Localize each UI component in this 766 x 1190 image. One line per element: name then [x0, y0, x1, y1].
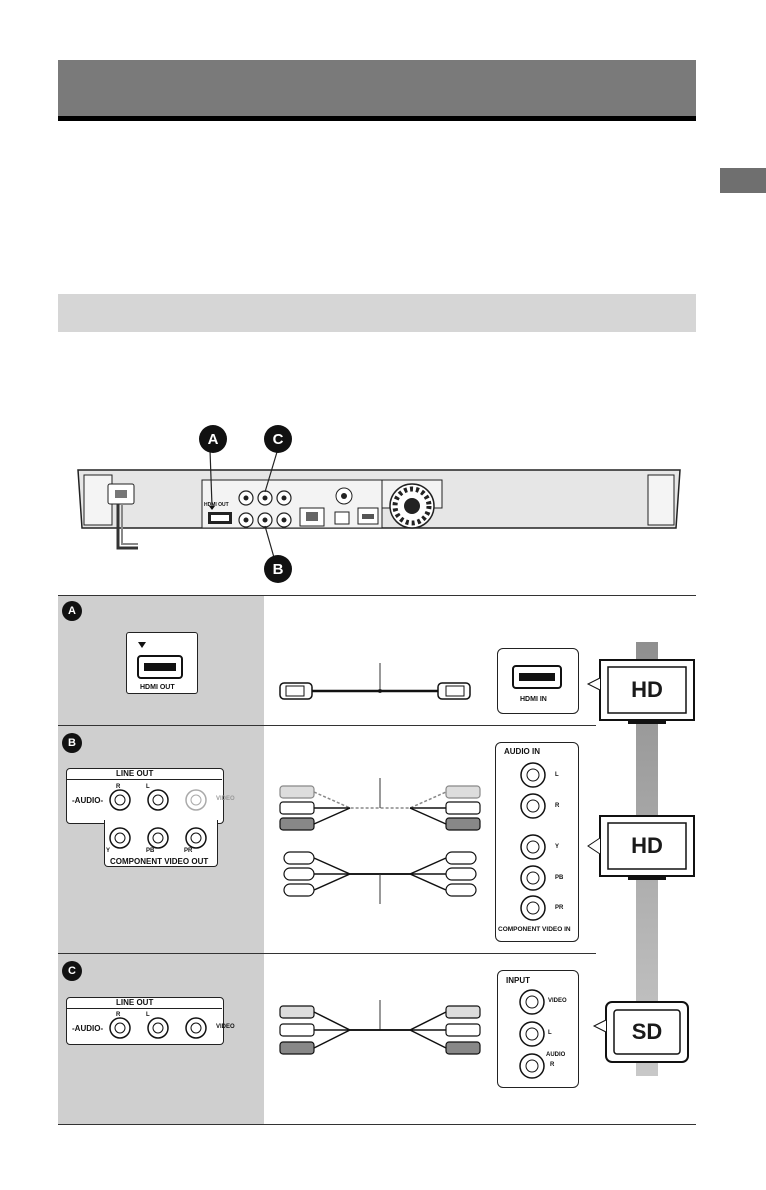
line-out-b-r: R — [116, 784, 121, 790]
tv-comp-pb: PB — [555, 875, 564, 881]
tv-sd: SD — [631, 1019, 663, 1044]
power-cord — [116, 504, 138, 550]
table-rule-bottom — [58, 1124, 696, 1125]
marker-b-bottom: B — [264, 555, 292, 583]
hdmi-cable — [279, 663, 471, 700]
leader-c — [264, 451, 278, 493]
line-out-b-l: L — [146, 784, 150, 790]
tv-set-graphics — [586, 659, 695, 1063]
tv-input-title: INPUT — [506, 976, 530, 985]
hdmi-out-label: HDMI OUT — [140, 684, 175, 691]
line-out-b-title: LINE OUT — [116, 769, 154, 778]
line-out-c-jacks — [109, 1017, 207, 1039]
player-hdmi-label: HDMI OUT — [204, 502, 229, 508]
component-video-out: COMPONENT VIDEO OUT — [110, 857, 209, 866]
tv-hd-1: HD — [631, 677, 663, 702]
hdmi-in-label: HDMI IN — [520, 696, 547, 703]
tv-component-jacks — [520, 762, 546, 921]
line-out-c-video: VIDEO — [216, 1024, 235, 1030]
player-end-right — [647, 474, 675, 526]
tv-hdmi-in-graphic — [512, 665, 562, 689]
tv-input-l: L — [548, 1030, 552, 1036]
line-out-c-title: LINE OUT — [116, 998, 154, 1007]
tv-comp-r: R — [555, 803, 560, 809]
power-socket-pin — [115, 490, 127, 498]
title-bar — [58, 60, 696, 118]
line-out-c-l: L — [146, 1012, 150, 1018]
component-video-in: COMPONENT VIDEO IN — [498, 926, 571, 933]
tv-input-audio: AUDIO — [546, 1052, 566, 1058]
table-rule-2 — [58, 953, 596, 954]
tv-input-jacks — [519, 989, 545, 1079]
tv-comp-l: L — [555, 772, 559, 778]
title-rule — [58, 116, 696, 121]
table-rule-1 — [58, 725, 596, 726]
line-out-c-audio: -AUDIO- — [72, 1024, 104, 1033]
hdmi-out-graphic — [137, 642, 183, 679]
line-out-b-y: Y — [106, 848, 111, 854]
audio-in-title: AUDIO IN — [504, 747, 540, 756]
subheading-bar — [58, 294, 696, 332]
line-out-c-r: R — [116, 1012, 121, 1018]
line-out-b-audio: -AUDIO- — [72, 796, 104, 805]
player-rear-diagram — [77, 449, 681, 569]
marker-a: A — [62, 601, 82, 621]
line-out-b-jacks — [109, 789, 207, 849]
tv-comp-pr: PR — [555, 905, 564, 911]
table-rule-top — [58, 595, 696, 596]
hdmi-triangle — [209, 506, 215, 510]
line-out-b-pb: PB — [146, 848, 155, 854]
marker-c: C — [62, 961, 82, 981]
tv-input-video: VIDEO — [548, 998, 567, 1004]
audio-component-cables — [279, 778, 481, 904]
line-out-b-video: VIDEO — [216, 796, 235, 802]
tv-hd-2: HD — [631, 833, 663, 858]
tv-input-r: R — [550, 1062, 555, 1068]
tv-comp-y: Y — [555, 844, 560, 850]
lan-port-inner — [306, 512, 318, 521]
line-out-c-rule — [66, 1008, 222, 1009]
marker-a-top: A — [199, 425, 227, 453]
marker-b: B — [62, 733, 82, 753]
line-out-b-pr: PR — [184, 848, 193, 854]
optical-port — [334, 511, 350, 525]
hdmi-port-inner — [211, 515, 229, 521]
section-tab — [720, 168, 766, 193]
power-cord-shadow — [121, 504, 138, 545]
line-out-b-rule — [66, 779, 222, 780]
marker-c-top: C — [264, 425, 292, 453]
leader-a — [209, 449, 213, 507]
av-cable — [279, 1000, 481, 1055]
